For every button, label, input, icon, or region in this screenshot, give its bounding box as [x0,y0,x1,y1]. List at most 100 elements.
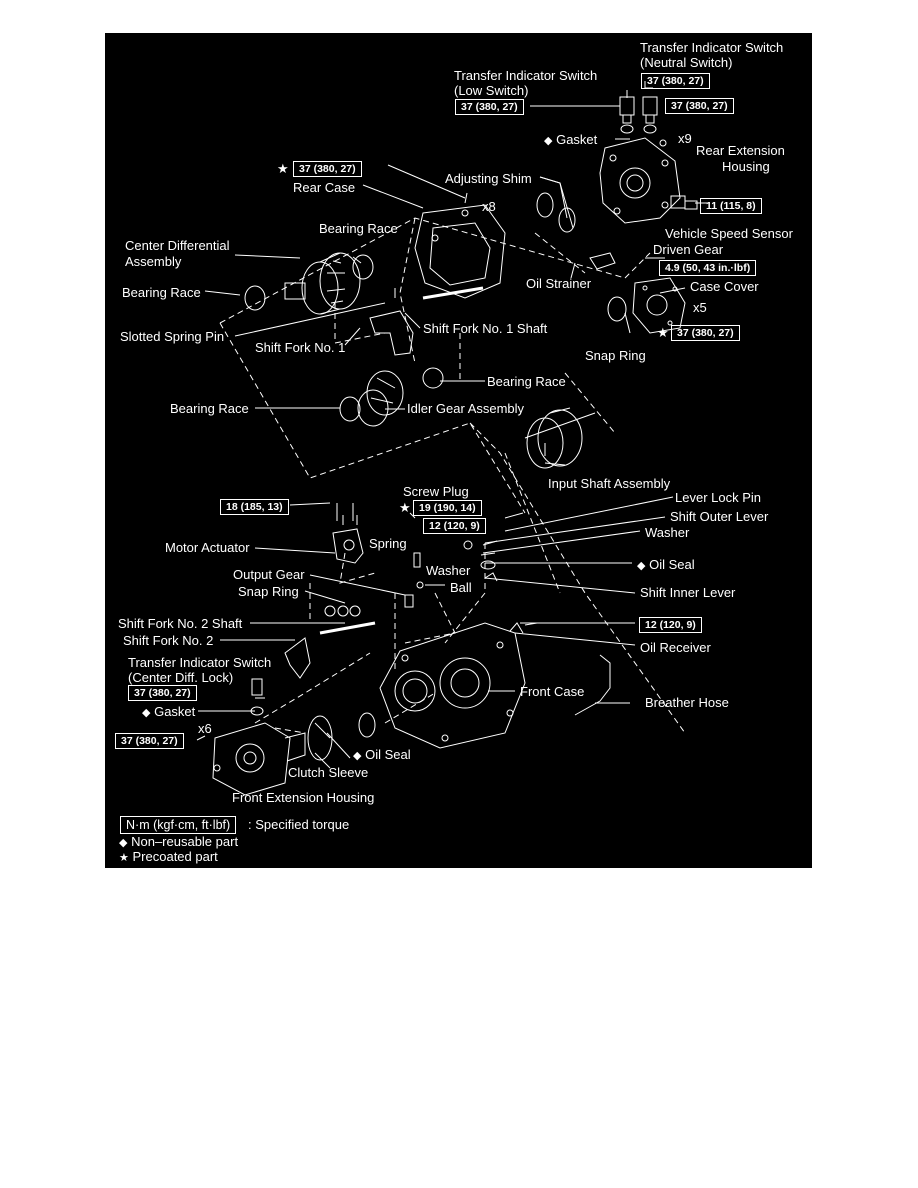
oil-seal-2-shape [358,712,376,738]
label-neutral-switch: (Neutral Switch) [640,55,733,70]
label-shift-fork-no1-shaft: Shift Fork No. 1 Shaft [423,321,548,336]
label-front-extension-housing: Front Extension Housing [232,790,375,805]
diamond-icon: ◆ [142,707,151,719]
label-screw-plug: Screw Plug [403,484,469,499]
rear-case [414,192,506,299]
label-clutch-sleeve: Clutch Sleeve [288,765,369,780]
label-oil-strainer: Oil Strainer [526,276,592,291]
star-icon-screw-plug: ★ [399,500,411,515]
diamond-icon: ◆ [637,560,646,572]
label-motor-actuator: Motor Actuator [165,540,250,555]
label-bearing-race-2: Bearing Race [122,285,201,300]
label-transfer-indicator-neutral: Transfer Indicator Switch [640,40,784,55]
star-icon-rear-case: ★ [277,161,289,176]
label-output-gear: Output Gear [233,567,305,582]
torque-low-switch: 37 (380, 27) [455,99,524,115]
diamond-icon: ◆ [544,135,553,147]
label-rear-case: Rear Case [293,180,356,195]
label-shift-fork-no2: Shift Fork No. 2 [123,633,214,648]
label-gasket-bottom: ◆ Gasket [142,704,195,721]
label-slotted-spring-pin: Slotted Spring Pin [120,329,225,344]
label-spring: Spring [369,536,407,551]
clutch-sleeve-shape [307,715,333,761]
label-center-diff-2: Assembly [125,254,182,269]
adjusting-shim-2-shape [558,207,576,233]
label-gasket-top: ◆ Gasket [544,132,597,149]
label-oil-seal-2: ◆ Oil Seal [353,747,411,764]
label-x9: x9 [678,131,692,146]
adjusting-shim-1-shape [536,192,554,218]
legend-precoated: ★ Precoated part [119,849,218,866]
shift-fork-no1 [369,286,484,356]
gasket-bottom-text: Gasket [154,704,196,719]
bearing-race-1-shape [352,254,374,280]
label-bearing-race-3: Bearing Race [487,374,566,389]
torque-front-extension: 37 (380, 27) [115,733,184,749]
label-input-shaft: Input Shaft Assembly [548,476,671,491]
label-snap-ring-top: Snap Ring [585,348,646,363]
label-adjusting-shim: Adjusting Shim [445,171,532,186]
motor-actuator [332,503,364,564]
idler-gear [357,370,404,427]
label-x6: x6 [198,721,212,736]
input-shaft [524,407,596,469]
case-cover [632,277,686,334]
bearing-race-4-shape [339,396,361,422]
torque-neutral-switch-body: 37 (380, 27) [665,98,734,114]
torque-screw-plug: 19 (190, 14) [413,500,482,516]
label-oil-seal-1: ◆ Oil Seal [637,557,695,574]
label-center-diff-1: Center Differential [125,238,230,253]
label-washer-1: Washer [645,525,690,540]
gasket-top-text: Gasket [556,132,598,147]
label-bearing-race-1: Bearing Race [319,221,398,236]
indicator-switches-top [619,96,667,147]
center-differential-gear [284,252,361,315]
star-icon-case-cover: ★ [657,325,669,340]
legend-precoated-text: Precoated part [132,849,218,864]
label-case-cover: Case Cover [690,279,759,294]
diamond-icon: ◆ [353,750,362,762]
vss-gear [670,195,698,210]
label-washer-2: Washer [426,563,471,578]
label-shift-inner-lever: Shift Inner Lever [640,585,736,600]
front-case [379,622,526,749]
torque-oil-strainer: 4.9 (50, 43 in.·lbf) [659,260,757,276]
label-shift-outer-lever: Shift Outer Lever [670,509,769,524]
torque-shift-lever: 12 (120, 9) [423,518,486,534]
cdl-switch [250,678,264,716]
label-transfer-indicator-low: Transfer Indicator Switch [454,68,598,83]
label-snap-ring-mid: Snap Ring [238,584,299,599]
label-x5: x5 [693,300,707,315]
oil-seal-1-text: Oil Seal [649,557,695,572]
torque-motor-actuator: 18 (185, 13) [220,499,289,515]
snap-ring-top-shape [607,296,627,322]
torque-rear-case: 37 (380, 27) [293,161,362,177]
bearing-race-2-shape [244,285,266,311]
label-front-case: Front Case [520,684,585,699]
legend-non-reusable: ◆ Non–reusable part [119,834,238,851]
label-oil-receiver: Oil Receiver [640,640,711,655]
rear-extension-housing [599,137,681,224]
label-ball: Ball [450,580,472,595]
front-extension-housing [212,722,306,796]
small-parts [324,512,538,634]
bearing-race-3-shape [422,367,444,389]
label-lever-lock-pin: Lever Lock Pin [675,490,761,505]
label-breather-hose: Breather Hose [645,695,729,710]
label-x8: x8 [482,199,496,214]
shift-fork-no2 [284,621,376,679]
torque-oil-receiver: 12 (120, 9) [639,617,702,633]
label-rear-extension-2: Housing [722,159,770,174]
label-transfer-indicator-cdl: Transfer Indicator Switch [128,655,272,670]
exploded-transfer-diagram: Transfer Indicator Switch (Neutral Switc… [105,33,812,868]
leader-lines [196,81,710,769]
legend-torque-desc: : Specified torque [248,817,350,832]
breather-hose-shape [574,654,611,716]
legend-torque-box: N·m (kgf·cm, ft·lbf) [120,816,237,834]
label-vss-2: Driven Gear [653,242,724,257]
torque-vss: 11 (115, 8) [700,198,762,214]
label-bearing-race-4: Bearing Race [170,401,249,416]
oil-strainer-shape [589,252,616,270]
label-idler-gear: Idler Gear Assembly [407,401,525,416]
oil-seal-2-text: Oil Seal [365,747,411,762]
